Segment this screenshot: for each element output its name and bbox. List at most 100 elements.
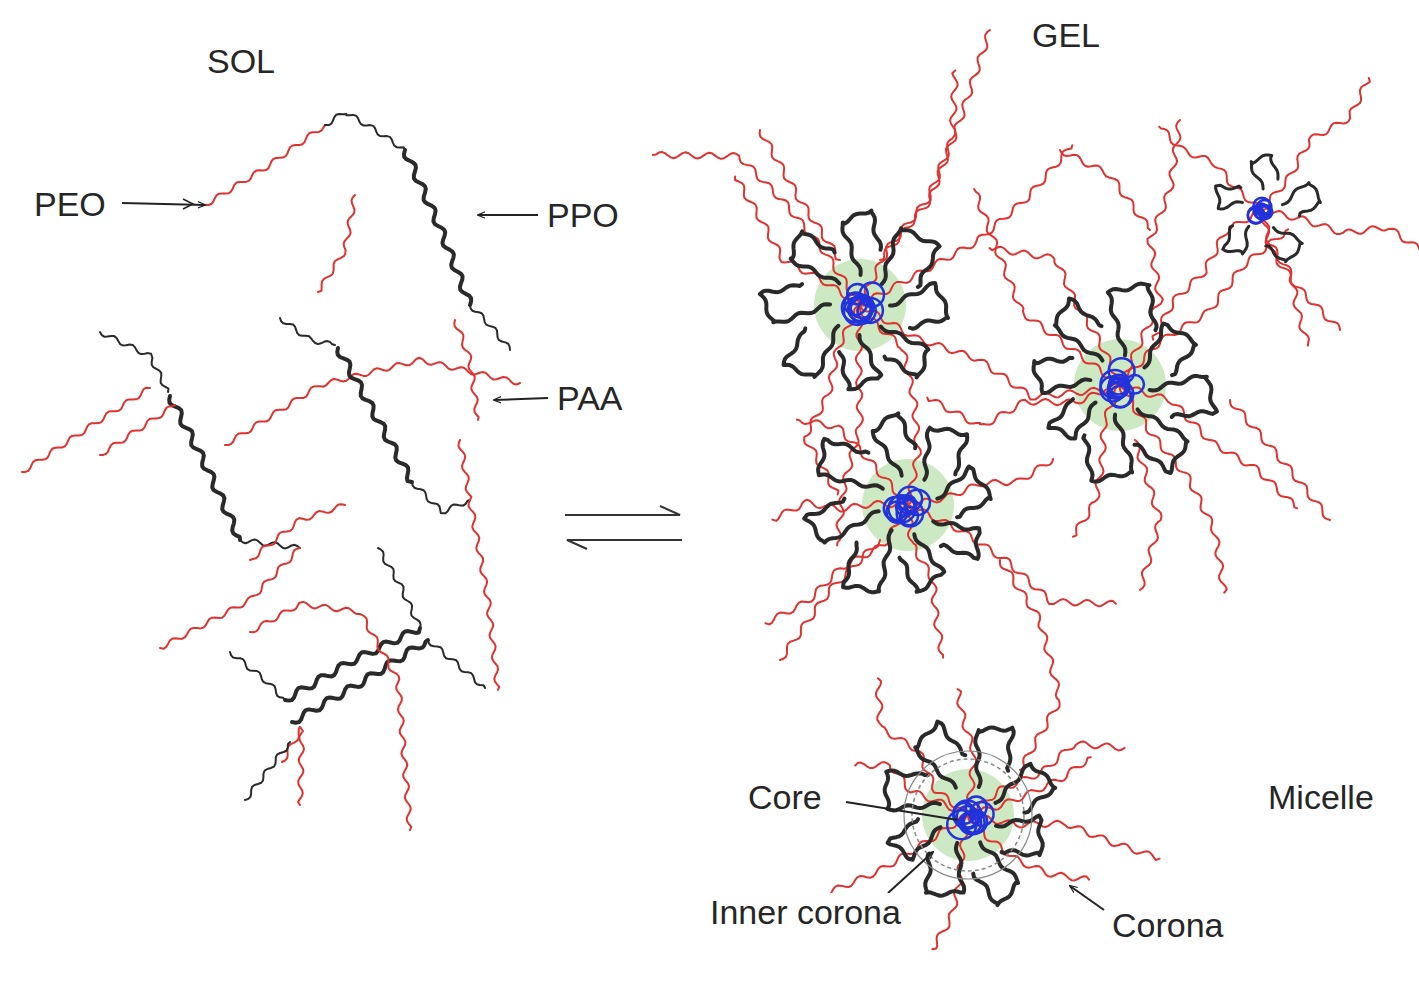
paa-loop [1216,185,1243,209]
peo-bridge-chain [760,130,840,260]
peo-corona-chain [1261,210,1309,346]
core-leader [846,802,958,820]
part-name: Micelle [1266,778,1376,816]
peo-pointer-head [183,199,193,209]
paa-pointer [494,398,548,400]
paa-loop [937,467,990,518]
peo-corona-chain [765,505,908,624]
paa-loop [873,413,916,475]
phase-title: SOL [205,42,277,80]
block-name: PAA [555,379,625,417]
paa-loop [882,228,940,287]
peo-bridge-chain [780,540,880,660]
ppo-pointer [478,214,538,216]
paa-loop [888,819,941,860]
peo-corona-chain [860,71,958,306]
peo-bridge-chain [1261,210,1340,330]
peo-corona-chain [653,152,860,305]
paa-loop [1135,409,1188,473]
peo-chain [250,504,345,560]
paa-loop [784,326,839,377]
paa-loop [1282,183,1320,216]
ppo-block [292,640,428,723]
paa-loop [839,335,881,389]
paa-loop [925,843,964,896]
peo-corona-chain [974,189,1120,385]
peo-bridge-chain [1230,400,1330,520]
part-name: Core [746,778,824,816]
peo-chain [100,405,175,455]
paa-chain [428,640,485,688]
peo-corona-chain [1159,127,1262,210]
paa-loop [1055,299,1103,361]
ppo-core-coil [1108,381,1134,407]
reverse-arrow [567,540,682,549]
peo-bridge-chain [1060,150,1150,230]
peo-corona-chain [968,815,1160,860]
peo-chain [454,320,478,420]
peo-bridge-chain [1120,120,1181,385]
paa-loop [804,499,879,543]
paa-loop [1083,415,1132,482]
ppo-block [337,348,412,482]
paa-chain [240,540,300,549]
peo-corona-chain [990,247,1121,385]
peo-chain [205,125,325,205]
ppo-core-coil [1253,198,1270,215]
paa-loop [1251,155,1278,189]
part-name: Inner corona [708,893,903,931]
paa-loop [881,327,929,378]
paa-chain [325,114,405,150]
phase-title: GEL [1030,16,1102,54]
ppo-block [285,628,420,701]
paa-loop-layer [760,155,1321,905]
paa-loop [842,211,881,275]
paa-loop [1034,358,1091,393]
peo-corona-chain [860,305,1106,400]
block-name: PEO [32,185,108,223]
leader-lines [122,199,682,549]
paa-chain [245,742,290,800]
peo-bridge-chain [1000,560,1060,770]
paa-chain [470,305,510,350]
paa-loop [791,231,840,283]
paa-chain [412,482,470,513]
micelle-annotation [846,751,1104,910]
peo-corona-chain [1073,385,1120,537]
paa-chain [100,332,169,392]
ppo-block [169,396,240,540]
paa-loop [885,770,940,810]
inner-corona-leader [888,852,933,893]
peo-corona-chain [908,505,1116,606]
peo-chain [318,195,355,292]
corona-layer [653,30,1419,949]
paa-loop [900,534,945,592]
paa-loop [843,530,892,592]
paa-chain [230,652,285,700]
peo-corona-chain [860,145,1072,305]
paa-loop [1048,399,1095,439]
paa-loop [760,284,830,322]
peo-bridge-chain [880,30,990,260]
paa-loop [890,283,948,329]
gel-micelles [653,30,1419,949]
paa-loop [924,428,967,480]
block-name: PPO [545,196,621,234]
ppo-block [404,150,471,305]
peo-chain [22,388,150,472]
paa-loop [995,764,1055,813]
peo-chain [160,548,300,649]
paa-loop [1150,376,1217,417]
paa-loop [1223,226,1249,254]
paa-chain [378,548,421,628]
peo-corona-chain [876,678,968,815]
paa-loop [933,521,980,559]
inner-corona-layer [814,259,1166,861]
paa-loop [973,842,1018,905]
peo-chain [469,500,500,690]
corona-leader [1070,886,1104,910]
peo-chain [282,727,304,805]
peo-corona-chain [1120,229,1288,385]
paa-loop [1108,284,1157,356]
